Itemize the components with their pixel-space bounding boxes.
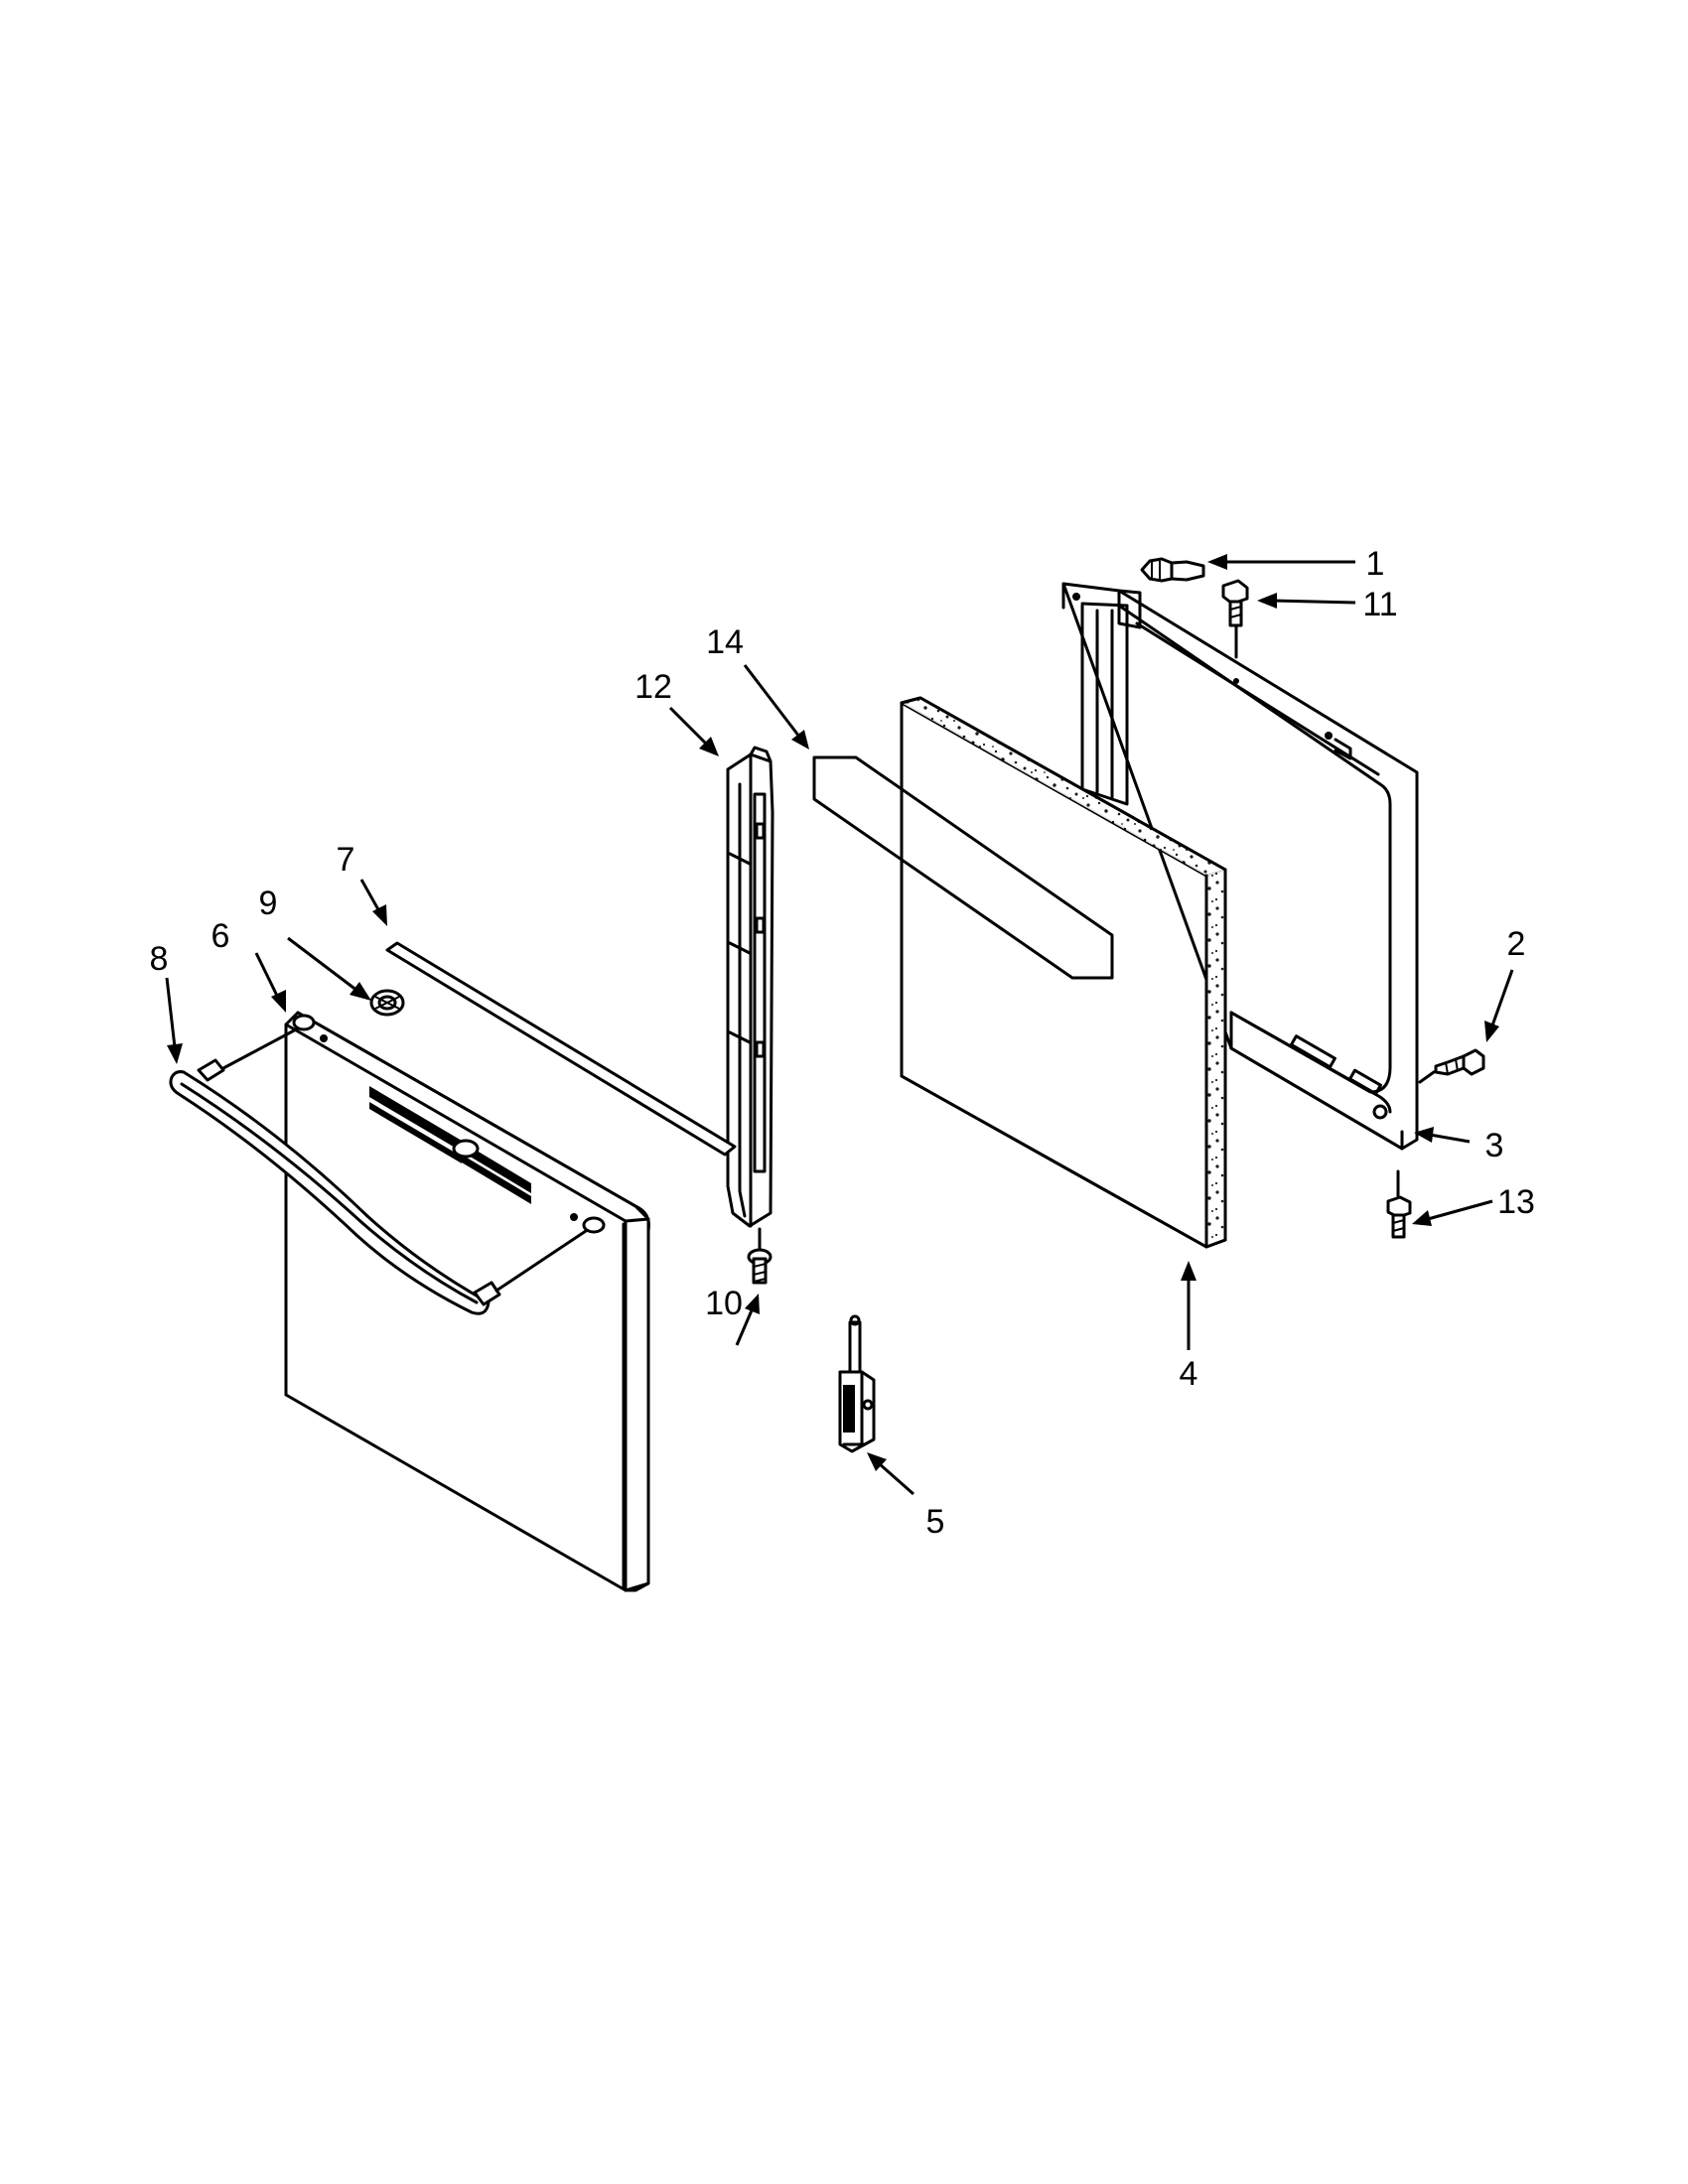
callout-8: 8 — [150, 940, 169, 978]
callout-9: 9 — [259, 885, 278, 922]
door-handle — [169, 1026, 588, 1315]
insulation-pad — [900, 696, 1227, 1249]
callout-14: 14 — [706, 623, 744, 661]
screw-1 — [1140, 557, 1205, 583]
callout-3: 3 — [1485, 1127, 1504, 1164]
callout-11: 11 — [1362, 586, 1397, 623]
callout-4: 4 — [1180, 1355, 1198, 1393]
door-bracket — [726, 746, 774, 1228]
callout-7: 7 — [337, 841, 355, 879]
callout-labels: 1 2 3 4 5 6 7 8 9 10 11 12 13 14 — [150, 545, 1535, 1541]
insulation-strip — [812, 755, 1114, 980]
callout-12: 12 — [634, 668, 672, 706]
callout-2: 2 — [1507, 925, 1526, 963]
bracket-screw — [747, 1227, 773, 1285]
inner-door-frame — [1061, 582, 1419, 1151]
callout-1: 1 — [1366, 545, 1385, 583]
callout-13: 13 — [1497, 1183, 1535, 1221]
door-latch — [838, 1314, 876, 1453]
door-trim-strip — [385, 941, 737, 1157]
callout-5: 5 — [926, 1503, 945, 1541]
door-grommet — [369, 989, 405, 1017]
screw-2 — [1418, 1048, 1485, 1084]
vent-slots — [369, 1086, 531, 1204]
callout-6: 6 — [211, 917, 230, 955]
screw-11 — [1221, 579, 1249, 659]
leader-lines — [165, 554, 1514, 1496]
callout-10: 10 — [705, 1285, 743, 1322]
screw-13 — [1386, 1169, 1412, 1239]
